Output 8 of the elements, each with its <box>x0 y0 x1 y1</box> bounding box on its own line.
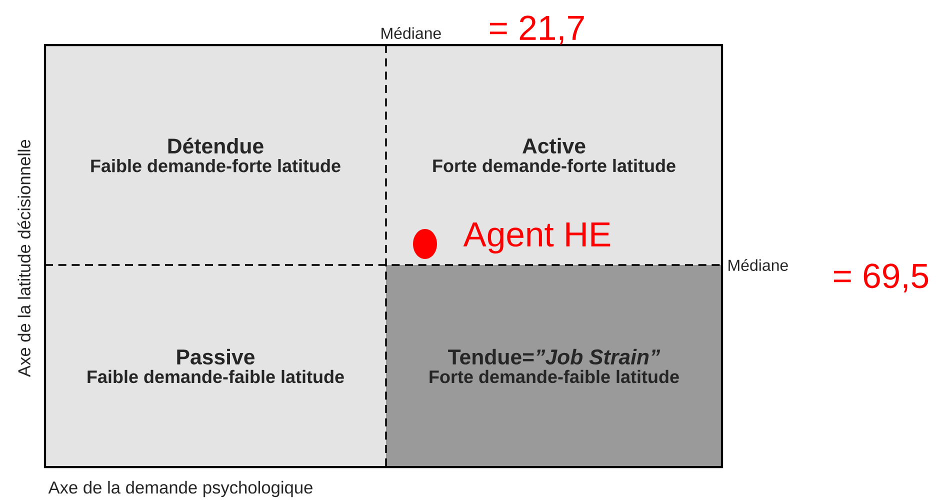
quadrant-box: Passive Faible demande-faible latitude <box>45 265 386 467</box>
point-label: Agent HE <box>463 222 610 254</box>
quadrant-box: Détendue Faible demande-forte latitude <box>45 45 386 265</box>
median-label: Médiane <box>382 27 441 39</box>
value-label: = 69,5 <box>834 264 928 292</box>
quadrant-box: Tendue=”Job Strain” Forte demande-faible latitude <box>386 265 722 467</box>
median-label: Médiane <box>728 259 788 271</box>
axis-label: Axe de la latitude décisionnelle <box>18 140 30 377</box>
